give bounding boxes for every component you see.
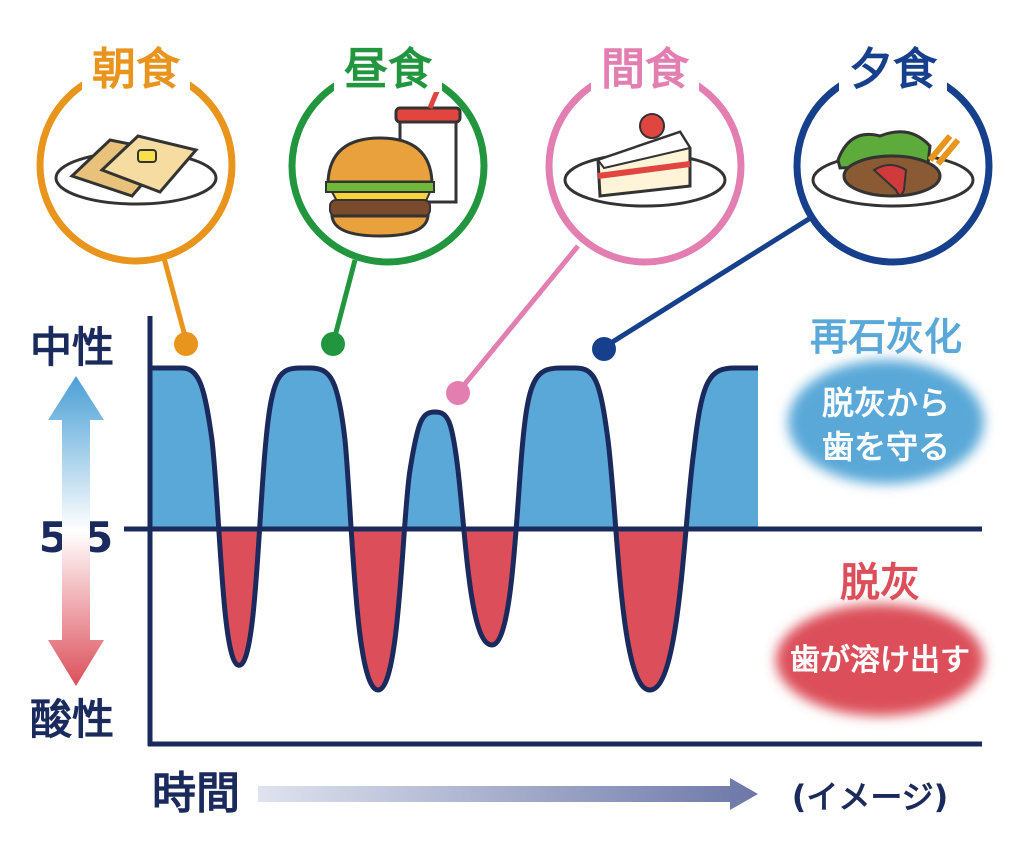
meal-lunch: 昼食 (288, 44, 488, 356)
time-arrow (258, 778, 758, 810)
remineralization-line2: 歯を守る (822, 428, 950, 466)
meal-label: 朝食 (92, 44, 181, 95)
meal-marker (446, 381, 470, 405)
hamburg-steak-icon (811, 130, 975, 208)
toast-icon (54, 134, 218, 206)
demineralization-title: 脱灰 (840, 560, 920, 606)
meal-label: 夕食 (849, 44, 938, 95)
meal-marker (321, 332, 345, 356)
cake-icon (563, 113, 727, 208)
remineralization-line1: 脱灰から (822, 384, 950, 422)
remineralization-title: 再石灰化 (810, 315, 962, 359)
meal-dinner: 夕食 (592, 44, 993, 361)
meal-breakfast: 朝食 (36, 44, 236, 356)
ph-wave (150, 365, 758, 693)
axes (124, 316, 982, 747)
time-label: 時間 (152, 768, 240, 819)
meal-label: 間食 (601, 44, 690, 95)
neutral-label: 中性 (30, 323, 114, 372)
meal-label: 昼食 (344, 44, 433, 95)
demineralization-line1: 歯が溶け出す (790, 643, 970, 678)
acidic-label: 酸性 (30, 695, 114, 744)
meal-marker (592, 337, 616, 361)
meal-marker (174, 332, 198, 356)
meal-snack: 間食 (446, 44, 745, 405)
image-note: (イメージ) (792, 778, 949, 816)
demineralization-area (150, 529, 758, 690)
demineralization-blob (776, 604, 984, 716)
remineralization-blob (788, 360, 984, 484)
ph-curve (150, 365, 758, 693)
ph-direction-arrow (48, 376, 104, 686)
burger-icon (325, 83, 462, 238)
